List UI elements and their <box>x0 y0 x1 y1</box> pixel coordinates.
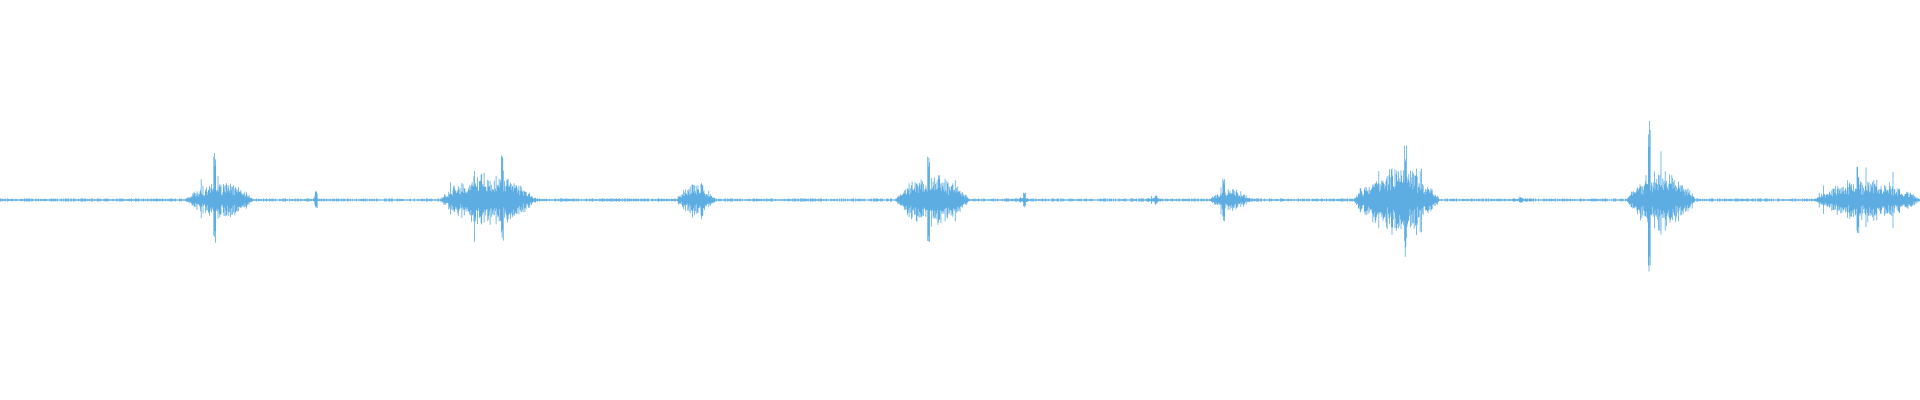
waveform-burst-7 <box>1144 195 1164 205</box>
waveform-burst-5 <box>894 156 970 243</box>
waveform-burst-4 <box>676 183 717 220</box>
waveform-burst-10 <box>1507 196 1536 203</box>
waveform-burst-12 <box>1814 166 1920 233</box>
waveform-burst-3 <box>439 155 538 242</box>
waveform-burst-9 <box>1353 145 1440 257</box>
waveform-burst-8 <box>1209 178 1252 222</box>
waveform-burst-2 <box>313 190 319 208</box>
waveform-burst-1 <box>186 153 254 243</box>
waveform-burst-6 <box>1017 192 1030 208</box>
waveform-burst-11 <box>1626 121 1696 272</box>
